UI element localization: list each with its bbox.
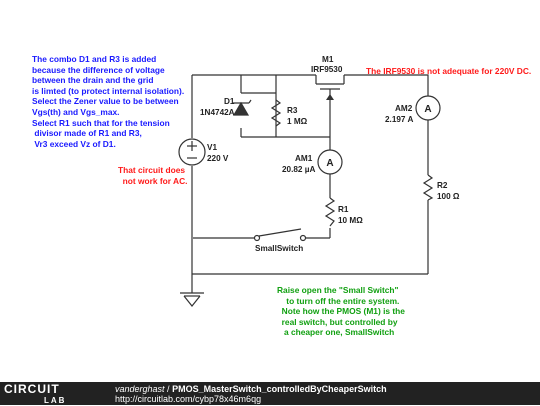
am1-ref: AM1: [295, 154, 313, 163]
r3-ref: R3: [287, 106, 298, 115]
switch-label: SmallSwitch: [255, 244, 303, 253]
logo-top-text: CIRCUIT: [4, 382, 60, 396]
mosfet-arrow: [326, 94, 334, 100]
am1-ammeter: A: [317, 149, 343, 175]
svg-text:A: A: [424, 104, 431, 115]
small-switch: [253, 228, 307, 242]
note-irf9530-warning: The IRF9530 is not adequate for 220V DC.: [366, 66, 532, 76]
title-separator: /: [164, 384, 173, 394]
v1-ref: V1: [207, 143, 217, 152]
r3-resistor: [270, 99, 282, 127]
note-ac-warning: That circuit does not work for AC.: [118, 165, 188, 186]
r2-ref: R2: [437, 181, 448, 190]
circuit-title[interactable]: PMOS_MasterSwitch_controlledByCheaperSwi…: [172, 384, 387, 394]
r1-resistor: [324, 197, 336, 227]
note-operation: Raise open the "Small Switch" to turn of…: [277, 285, 405, 338]
am1-value: 20.82 µA: [282, 165, 315, 174]
am2-ref: AM2: [395, 104, 413, 113]
wire-drain: [344, 74, 429, 274]
svg-text:A: A: [326, 158, 333, 169]
schematic: A A M1 IRF9530 D1 1N4742A R3 1 MΩ V1 220…: [178, 55, 460, 307]
d1-ref: D1: [224, 97, 235, 106]
r1-ref: R1: [338, 205, 349, 214]
r2-resistor: [422, 174, 434, 201]
footer-title-line: vanderghast / PMOS_MasterSwitch_controll…: [115, 384, 387, 394]
r3-value: 1 MΩ: [287, 117, 308, 126]
footer-bar: CIRCUIT LAB vanderghast / PMOS_MasterSwi…: [0, 382, 540, 405]
circuit-url[interactable]: http://circuitlab.com/cybp78x46m6qg: [115, 394, 262, 404]
circuitlab-logo: CIRCUIT LAB: [4, 382, 67, 406]
mosfet-lines: [315, 75, 345, 107]
wire-gate: [193, 107, 331, 239]
v1-source: [178, 138, 206, 166]
logo-bottom-text: LAB: [44, 396, 67, 405]
ground-symbol: [180, 292, 204, 307]
m1-ref: M1: [322, 55, 334, 64]
d1-zener: [232, 99, 252, 116]
r1-value: 10 MΩ: [338, 216, 363, 225]
wire-d1-r3: [240, 75, 277, 138]
am2-value: 2.197 A: [385, 115, 413, 124]
m1-value: IRF9530: [311, 65, 343, 74]
author[interactable]: vanderghast: [115, 384, 165, 394]
r2-value: 100 Ω: [437, 192, 460, 201]
note-design-explanation: The combo D1 and R3 is added because the…: [32, 54, 185, 149]
d1-value: 1N4742A: [200, 108, 235, 117]
am2-ammeter: A: [415, 95, 441, 121]
v1-value: 220 V: [207, 154, 229, 163]
